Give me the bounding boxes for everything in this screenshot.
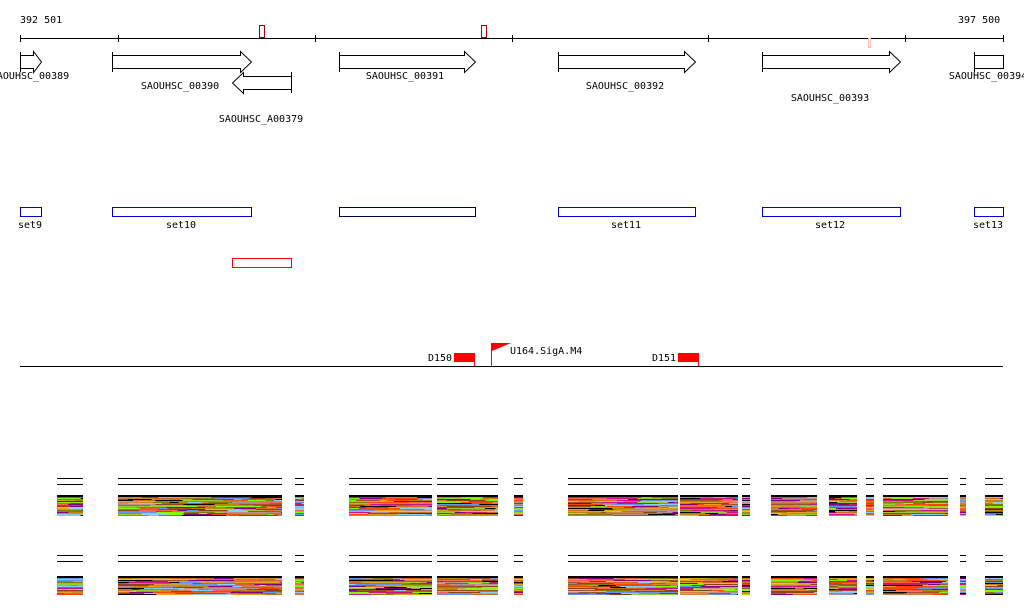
set-set12[interactable]: set12 xyxy=(762,207,901,232)
gene-SAOUHSC_00394[interactable]: SAOUHSC_00394 xyxy=(949,52,1024,82)
gene-SAOUHSC_A00379[interactable]: SAOUHSC_A00379 xyxy=(219,71,303,125)
marker[interactable] xyxy=(259,25,265,38)
svg-text:SAOUHSC_00391: SAOUHSC_00391 xyxy=(366,71,444,82)
svg-text:set12: set12 xyxy=(815,220,845,231)
svg-text:set13: set13 xyxy=(973,220,1003,231)
gene-SAOUHSC_00393[interactable]: SAOUHSC_00393 xyxy=(762,50,902,105)
set-set9[interactable]: set9 xyxy=(18,207,42,232)
marker xyxy=(868,38,871,48)
gene-SAOUHSC_00391[interactable]: SAOUHSC_00391 xyxy=(339,50,477,83)
svg-text:SAOUHSC_00389: SAOUHSC_00389 xyxy=(0,71,69,82)
svg-text:set11: set11 xyxy=(611,220,641,231)
ruler-start: 392 501 xyxy=(20,15,62,26)
set-set11[interactable]: set11 xyxy=(558,207,696,232)
marker[interactable] xyxy=(481,25,487,38)
svg-text:SAOUHSC_00393: SAOUHSC_00393 xyxy=(791,93,869,104)
svg-text:U164.SigA.M4: U164.SigA.M4 xyxy=(510,346,582,357)
gene-SAOUHSC_00389[interactable]: SAOUHSC_00389 xyxy=(0,50,69,83)
coordinate-ruler: 392 501 397 500 xyxy=(20,15,1004,48)
expression-traces xyxy=(57,478,1003,595)
feature-U164-SigA-M4[interactable]: U164.SigA.M4 xyxy=(491,343,583,366)
gene-SAOUHSC_00390[interactable]: SAOUHSC_00390 xyxy=(112,50,253,93)
svg-text:SAOUHSC_A00379: SAOUHSC_A00379 xyxy=(219,114,303,125)
svg-text:D150: D150 xyxy=(428,353,452,364)
feature-D151[interactable]: D151 xyxy=(652,353,699,366)
svg-text:SAOUHSC_00394: SAOUHSC_00394 xyxy=(949,71,1024,82)
set-set13[interactable]: set13 xyxy=(973,207,1004,232)
ruler-end: 397 500 xyxy=(958,15,1000,26)
svg-text:set10: set10 xyxy=(166,220,196,231)
svg-text:SAOUHSC_00392: SAOUHSC_00392 xyxy=(586,81,664,92)
svg-text:SAOUHSC_00390: SAOUHSC_00390 xyxy=(141,81,219,92)
svg-text:D151: D151 xyxy=(652,353,676,364)
set-unnamed[interactable] xyxy=(339,207,476,217)
highlight-region[interactable] xyxy=(232,258,292,268)
gene-SAOUHSC_00392[interactable]: SAOUHSC_00392 xyxy=(558,50,697,93)
feature-D150[interactable]: D150 xyxy=(428,353,475,366)
svg-text:set9: set9 xyxy=(18,220,42,231)
feature-track: D150 U164.SigA.M4 D151 xyxy=(20,343,1003,367)
set-set10[interactable]: set10 xyxy=(112,207,252,232)
